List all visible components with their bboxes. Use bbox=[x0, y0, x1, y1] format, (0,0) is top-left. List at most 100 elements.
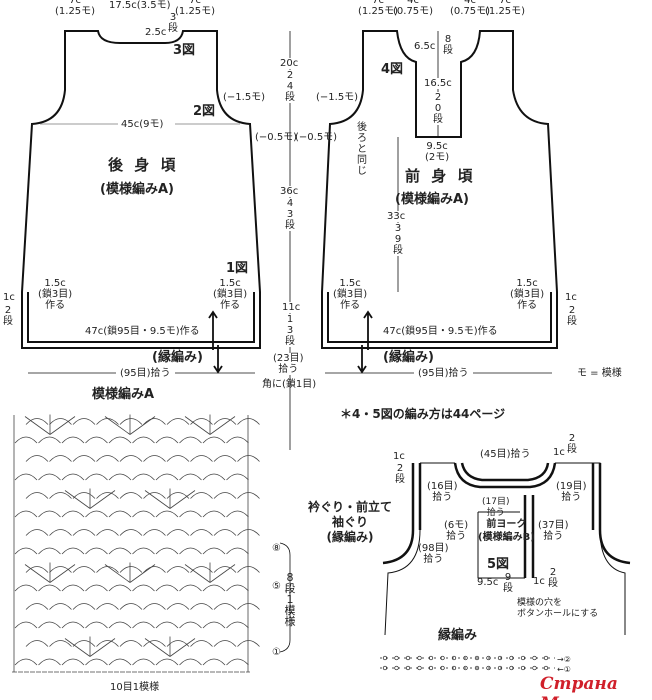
chain-arc bbox=[143, 603, 166, 610]
front-pickup-label: (95目)拾う bbox=[414, 368, 473, 379]
back-pickup-label: (95目)拾う bbox=[116, 368, 175, 379]
yoke-width: 9.5c bbox=[477, 577, 499, 588]
chain-arc bbox=[72, 418, 96, 425]
front-top-2: 4c (0.75モ) bbox=[393, 0, 434, 17]
edging-stitch bbox=[532, 655, 537, 661]
chain-arc bbox=[237, 455, 260, 462]
chain-arc bbox=[213, 455, 237, 462]
edging-stitch bbox=[451, 655, 457, 661]
chain-arc bbox=[190, 640, 213, 647]
back-neck-depth: 2.5c bbox=[145, 27, 167, 38]
edging-stitch bbox=[417, 655, 422, 661]
chain-arc bbox=[85, 547, 108, 555]
chain-arc bbox=[190, 455, 213, 462]
fan-stitch bbox=[209, 564, 236, 583]
back-edge-left: 1c bbox=[3, 292, 15, 303]
chain-arc bbox=[85, 436, 108, 444]
back-corner-left: 1.5c (鎖3目) 作る bbox=[38, 278, 73, 311]
chain-arc bbox=[155, 473, 179, 481]
fan-stitch bbox=[64, 490, 91, 509]
edging-stitch bbox=[428, 665, 434, 671]
edging-stitch bbox=[405, 665, 411, 671]
chain-arc bbox=[14, 584, 38, 592]
center-side-dec: (−0.5モ) bbox=[295, 132, 338, 143]
chain-arc bbox=[72, 492, 96, 499]
chain-arc bbox=[202, 473, 226, 481]
edging-stitch bbox=[440, 665, 445, 671]
chain-arc bbox=[202, 436, 226, 444]
chain-arc bbox=[143, 529, 166, 536]
back-armhole-dec: (−1.5モ) bbox=[223, 92, 266, 103]
chain-arc bbox=[61, 473, 85, 481]
chain-arc bbox=[226, 510, 249, 518]
chain-arc bbox=[226, 658, 249, 666]
chain-arc bbox=[38, 473, 61, 481]
chain-arc bbox=[14, 658, 38, 666]
chain-arc bbox=[190, 418, 213, 425]
chain-arc bbox=[61, 547, 85, 555]
chain-arc bbox=[25, 418, 49, 425]
chain-arc bbox=[155, 436, 179, 444]
chain-arc bbox=[85, 473, 108, 481]
chain-arc bbox=[143, 455, 166, 462]
placket-pickup: (37目) 拾う bbox=[538, 520, 569, 542]
chain-arc bbox=[25, 603, 49, 610]
placket-band bbox=[523, 495, 535, 578]
chain-arc bbox=[14, 547, 38, 555]
fig3-label: 3図 bbox=[173, 43, 196, 58]
placket-width: 9.5c (2モ) bbox=[425, 141, 450, 163]
chain-arc bbox=[49, 603, 72, 610]
chain-arc bbox=[190, 529, 213, 536]
chain-arc bbox=[38, 584, 61, 592]
chain-arc bbox=[237, 640, 260, 647]
chain-arc bbox=[202, 658, 226, 666]
fan-stitch bbox=[104, 416, 131, 435]
chain-arc bbox=[226, 584, 249, 592]
front-body-outline bbox=[321, 30, 558, 349]
chain-arc bbox=[96, 455, 119, 462]
body-height: 36c bbox=[280, 186, 299, 197]
chain-arc bbox=[213, 529, 237, 536]
edging-stitch bbox=[451, 665, 457, 671]
fan-stitch bbox=[104, 564, 131, 583]
chain-arc bbox=[85, 621, 108, 629]
chain-arc bbox=[38, 547, 61, 555]
chain-arc bbox=[202, 547, 226, 555]
front-edge-right-rows: 2段 bbox=[567, 305, 577, 327]
chain-arc bbox=[179, 436, 202, 444]
chain-arc bbox=[14, 510, 38, 518]
band-width: 1c bbox=[533, 576, 545, 587]
body-rows: 43段 bbox=[284, 198, 296, 231]
chain-arc bbox=[166, 640, 190, 647]
fan-stitch bbox=[89, 638, 116, 657]
fan-stitch bbox=[169, 638, 196, 657]
chain-arc bbox=[166, 529, 190, 536]
front-top-3: 4c (0.75モ) bbox=[450, 0, 491, 17]
chain-arc bbox=[49, 529, 72, 536]
chain-arc bbox=[179, 510, 202, 518]
chain-arc bbox=[38, 621, 61, 629]
chain-arc bbox=[132, 510, 155, 518]
fan-stitch bbox=[64, 638, 91, 657]
chain-arc bbox=[237, 492, 260, 499]
chain-arc bbox=[85, 658, 108, 666]
chain-arc bbox=[25, 566, 49, 573]
chain-arc bbox=[202, 621, 226, 629]
fan-stitch bbox=[49, 564, 76, 583]
hem-height: 11c bbox=[282, 302, 301, 313]
chain-arc bbox=[85, 510, 108, 518]
back-side-dec: (−0.5モ) bbox=[255, 132, 298, 143]
chain-arc bbox=[119, 492, 143, 499]
chain-arc bbox=[155, 658, 179, 666]
chain-arc bbox=[119, 529, 143, 536]
left-edge-rows: 2段 bbox=[395, 463, 405, 485]
back-border-label: (縁編み) bbox=[152, 350, 203, 365]
fan-stitch bbox=[169, 490, 196, 509]
chain-arc bbox=[49, 566, 72, 573]
chain-arc bbox=[213, 640, 237, 647]
chain-arc bbox=[85, 584, 108, 592]
chain-arc bbox=[49, 640, 72, 647]
chain-arc bbox=[49, 418, 72, 425]
fan-stitch bbox=[129, 416, 156, 435]
